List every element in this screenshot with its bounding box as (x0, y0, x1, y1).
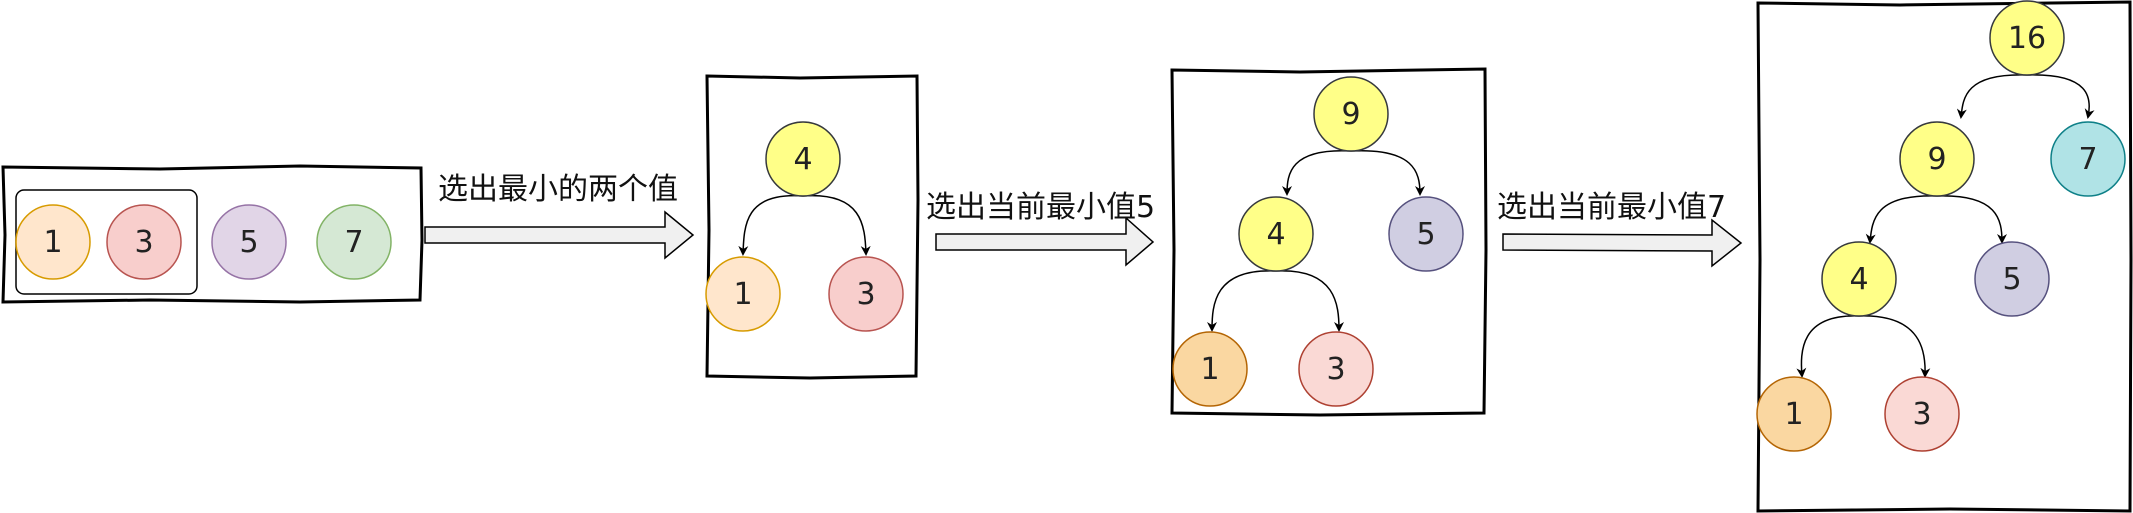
svg-text:5: 5 (239, 225, 258, 260)
svg-text:7: 7 (344, 225, 363, 260)
svg-text:5: 5 (2002, 262, 2021, 297)
panel-1: 1 3 5 7 (1, 164, 424, 304)
step-2-label: 选出当前最小值5 (926, 190, 1155, 225)
node-3: 3 (828, 256, 904, 332)
svg-text:3: 3 (856, 277, 875, 312)
step-arrow-2: 选出当前最小值5 (926, 190, 1155, 267)
panel-2-frame (705, 74, 920, 380)
panel-4: 16 7 9 5 4 1 3 (1756, 0, 2133, 513)
panel-2: 4 1 3 (705, 74, 920, 380)
node-9: 9 (1313, 76, 1389, 152)
svg-text:3: 3 (1912, 397, 1931, 432)
node-3: 3 (106, 204, 182, 280)
node-1: 1 (15, 204, 91, 280)
node-1: 1 (705, 256, 781, 332)
svg-text:16: 16 (2008, 21, 2046, 56)
node-9: 9 (1899, 121, 1975, 197)
step-arrow-1: 选出最小的两个值 (424, 172, 695, 260)
node-5: 5 (1388, 196, 1464, 272)
node-3: 3 (1884, 376, 1960, 452)
node-4: 4 (1238, 196, 1314, 272)
svg-text:4: 4 (1266, 217, 1285, 252)
panel-4-frame (1756, 0, 2133, 513)
svg-text:3: 3 (134, 225, 153, 260)
svg-text:7: 7 (2078, 142, 2097, 177)
node-4: 4 (1821, 241, 1897, 317)
node-7: 7 (2050, 121, 2126, 197)
svg-text:9: 9 (1341, 97, 1360, 132)
node-1: 1 (1756, 376, 1832, 452)
panel-3-frame (1170, 67, 1488, 417)
svg-text:1: 1 (733, 277, 752, 312)
node-3: 3 (1298, 331, 1374, 407)
svg-text:1: 1 (1784, 397, 1803, 432)
node-4: 4 (765, 121, 841, 197)
node-16: 16 (1989, 0, 2065, 76)
svg-text:3: 3 (1326, 352, 1345, 387)
svg-text:1: 1 (1200, 352, 1219, 387)
node-7: 7 (316, 204, 392, 280)
svg-text:9: 9 (1927, 142, 1946, 177)
node-1: 1 (1172, 331, 1248, 407)
panel-1-frame (1, 164, 424, 304)
node-5: 5 (1974, 241, 2050, 317)
svg-text:4: 4 (1849, 262, 1868, 297)
node-5: 5 (211, 204, 287, 280)
step-arrow-3: 选出当前最小值7 (1497, 190, 1743, 268)
svg-text:1: 1 (43, 225, 62, 260)
step-3-label: 选出当前最小值7 (1497, 190, 1726, 225)
panel-3: 9 4 5 1 3 (1170, 67, 1488, 417)
step-1-label: 选出最小的两个值 (438, 172, 678, 207)
svg-text:5: 5 (1416, 217, 1435, 252)
svg-text:4: 4 (793, 142, 812, 177)
